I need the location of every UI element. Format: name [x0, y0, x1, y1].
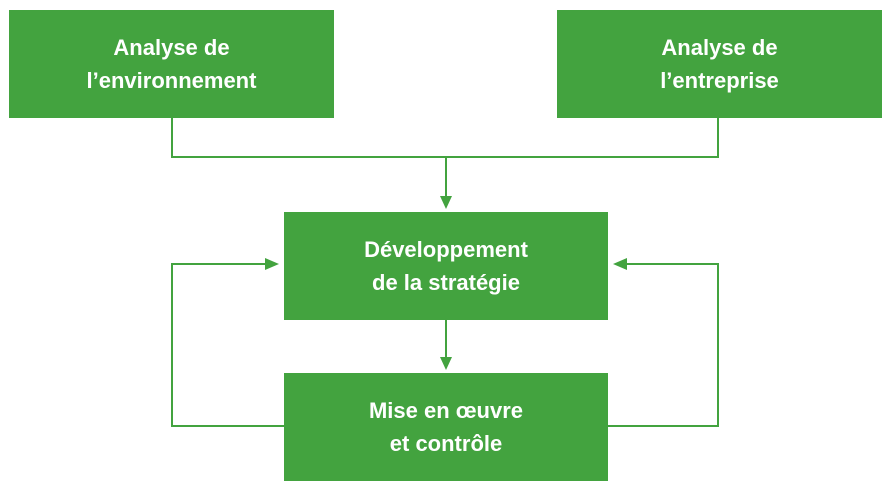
analysis-enterprise-line2: l’entreprise	[660, 68, 779, 93]
implementation-control-box: Mise en œuvre et contrôle	[284, 373, 608, 481]
analysis-enterprise-line1: Analyse de	[661, 35, 778, 60]
arrowhead-down-icon	[440, 196, 452, 209]
strategy-development-line1: Développement	[364, 237, 528, 262]
analysis-environment-line1: Analyse de	[113, 35, 230, 60]
analysis-environment-line2: l’environnement	[86, 68, 257, 93]
feedback-loop-right	[608, 263, 719, 427]
arrowhead-right-icon	[265, 258, 279, 270]
connector-enterprise-to-merge	[446, 118, 719, 158]
implementation-control-line2: et contrôle	[389, 431, 503, 456]
connector-environment-to-merge	[171, 118, 446, 158]
feedback-loop-left	[171, 263, 284, 427]
analysis-environment-box: Analyse de l’environnement	[9, 10, 334, 118]
arrowhead-down-icon	[440, 357, 452, 370]
strategy-development-box: Développement de la stratégie	[284, 212, 608, 320]
strategy-development-line2: de la stratégie	[372, 270, 520, 295]
arrowhead-left-icon	[613, 258, 627, 270]
implementation-control-line1: Mise en œuvre	[368, 398, 524, 423]
analysis-enterprise-box: Analyse de l’entreprise	[557, 10, 882, 118]
